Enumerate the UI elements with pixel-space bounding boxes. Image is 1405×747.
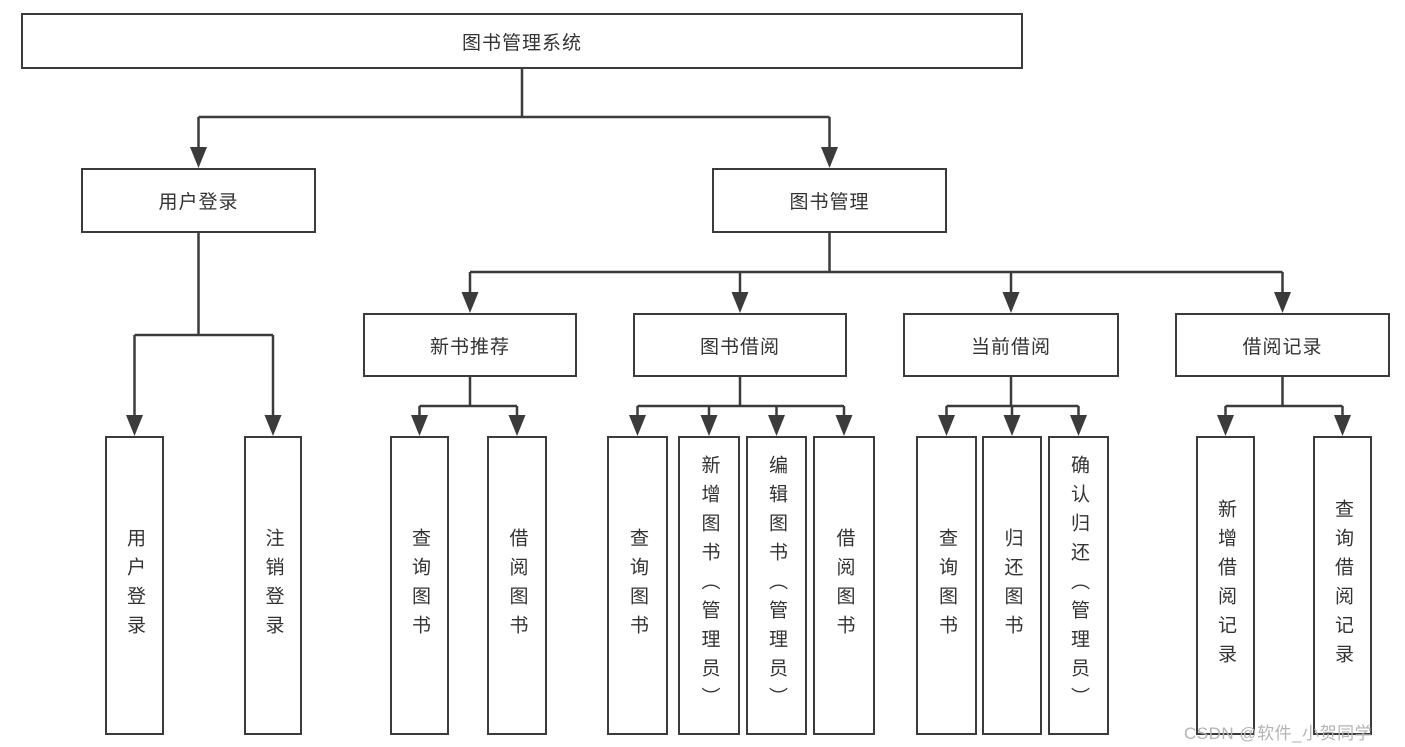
leaf-nb-query-books: 查询图书 (390, 436, 449, 735)
leaf-label: 新增图书（管理员） (698, 455, 720, 716)
node-new-book-recommend: 新书推荐 (363, 313, 577, 377)
leaf-bb-borrow-books: 借阅图书 (813, 436, 875, 735)
leaf-user-login: 用户登录 (105, 436, 164, 735)
node-borrow-records: 借阅记录 (1175, 313, 1390, 377)
node-root: 图书管理系统 (21, 13, 1023, 69)
watermark: CSDN @软件_小贺同学 (1184, 724, 1373, 743)
arrowheads (126, 147, 1351, 436)
leaf-bb-query-books: 查询图书 (607, 436, 668, 735)
node-book-management: 图书管理 (712, 168, 947, 233)
node-user-login: 用户登录 (81, 168, 316, 233)
leaf-label: 注销登录 (262, 527, 284, 644)
leaf-label: 借阅图书 (833, 527, 855, 644)
leaf-bb-add-books-admin: 新增图书（管理员） (678, 436, 740, 735)
leaf-label: 查询借阅记录 (1332, 498, 1353, 673)
leaf-cb-query-books: 查询图书 (916, 436, 977, 735)
leaf-label: 新增借阅记录 (1215, 498, 1236, 673)
leaf-bb-edit-books-admin: 编辑图书（管理员） (746, 436, 807, 735)
node-book-borrow: 图书借阅 (633, 313, 847, 377)
leaf-label: 确认归还（管理员） (1068, 455, 1089, 716)
leaf-cb-confirm-return-admin: 确认归还（管理员） (1048, 436, 1109, 735)
leaf-label: 用户登录 (124, 527, 145, 644)
node-current-borrow: 当前借阅 (903, 313, 1119, 377)
leaf-cb-return-books: 归还图书 (982, 436, 1042, 735)
leaf-br-add-record: 新增借阅记录 (1196, 436, 1255, 735)
leaf-logout: 注销登录 (244, 436, 302, 735)
leaf-label: 编辑图书（管理员） (766, 455, 787, 716)
leaf-label: 查询图书 (627, 527, 648, 644)
leaf-label: 查询图书 (936, 527, 957, 644)
leaf-br-query-record: 查询借阅记录 (1313, 436, 1372, 735)
leaf-label: 归还图书 (1001, 527, 1023, 644)
leaf-label: 查询图书 (409, 527, 430, 644)
leaf-label: 借阅图书 (506, 527, 528, 644)
leaf-nb-borrow-books: 借阅图书 (487, 436, 547, 735)
